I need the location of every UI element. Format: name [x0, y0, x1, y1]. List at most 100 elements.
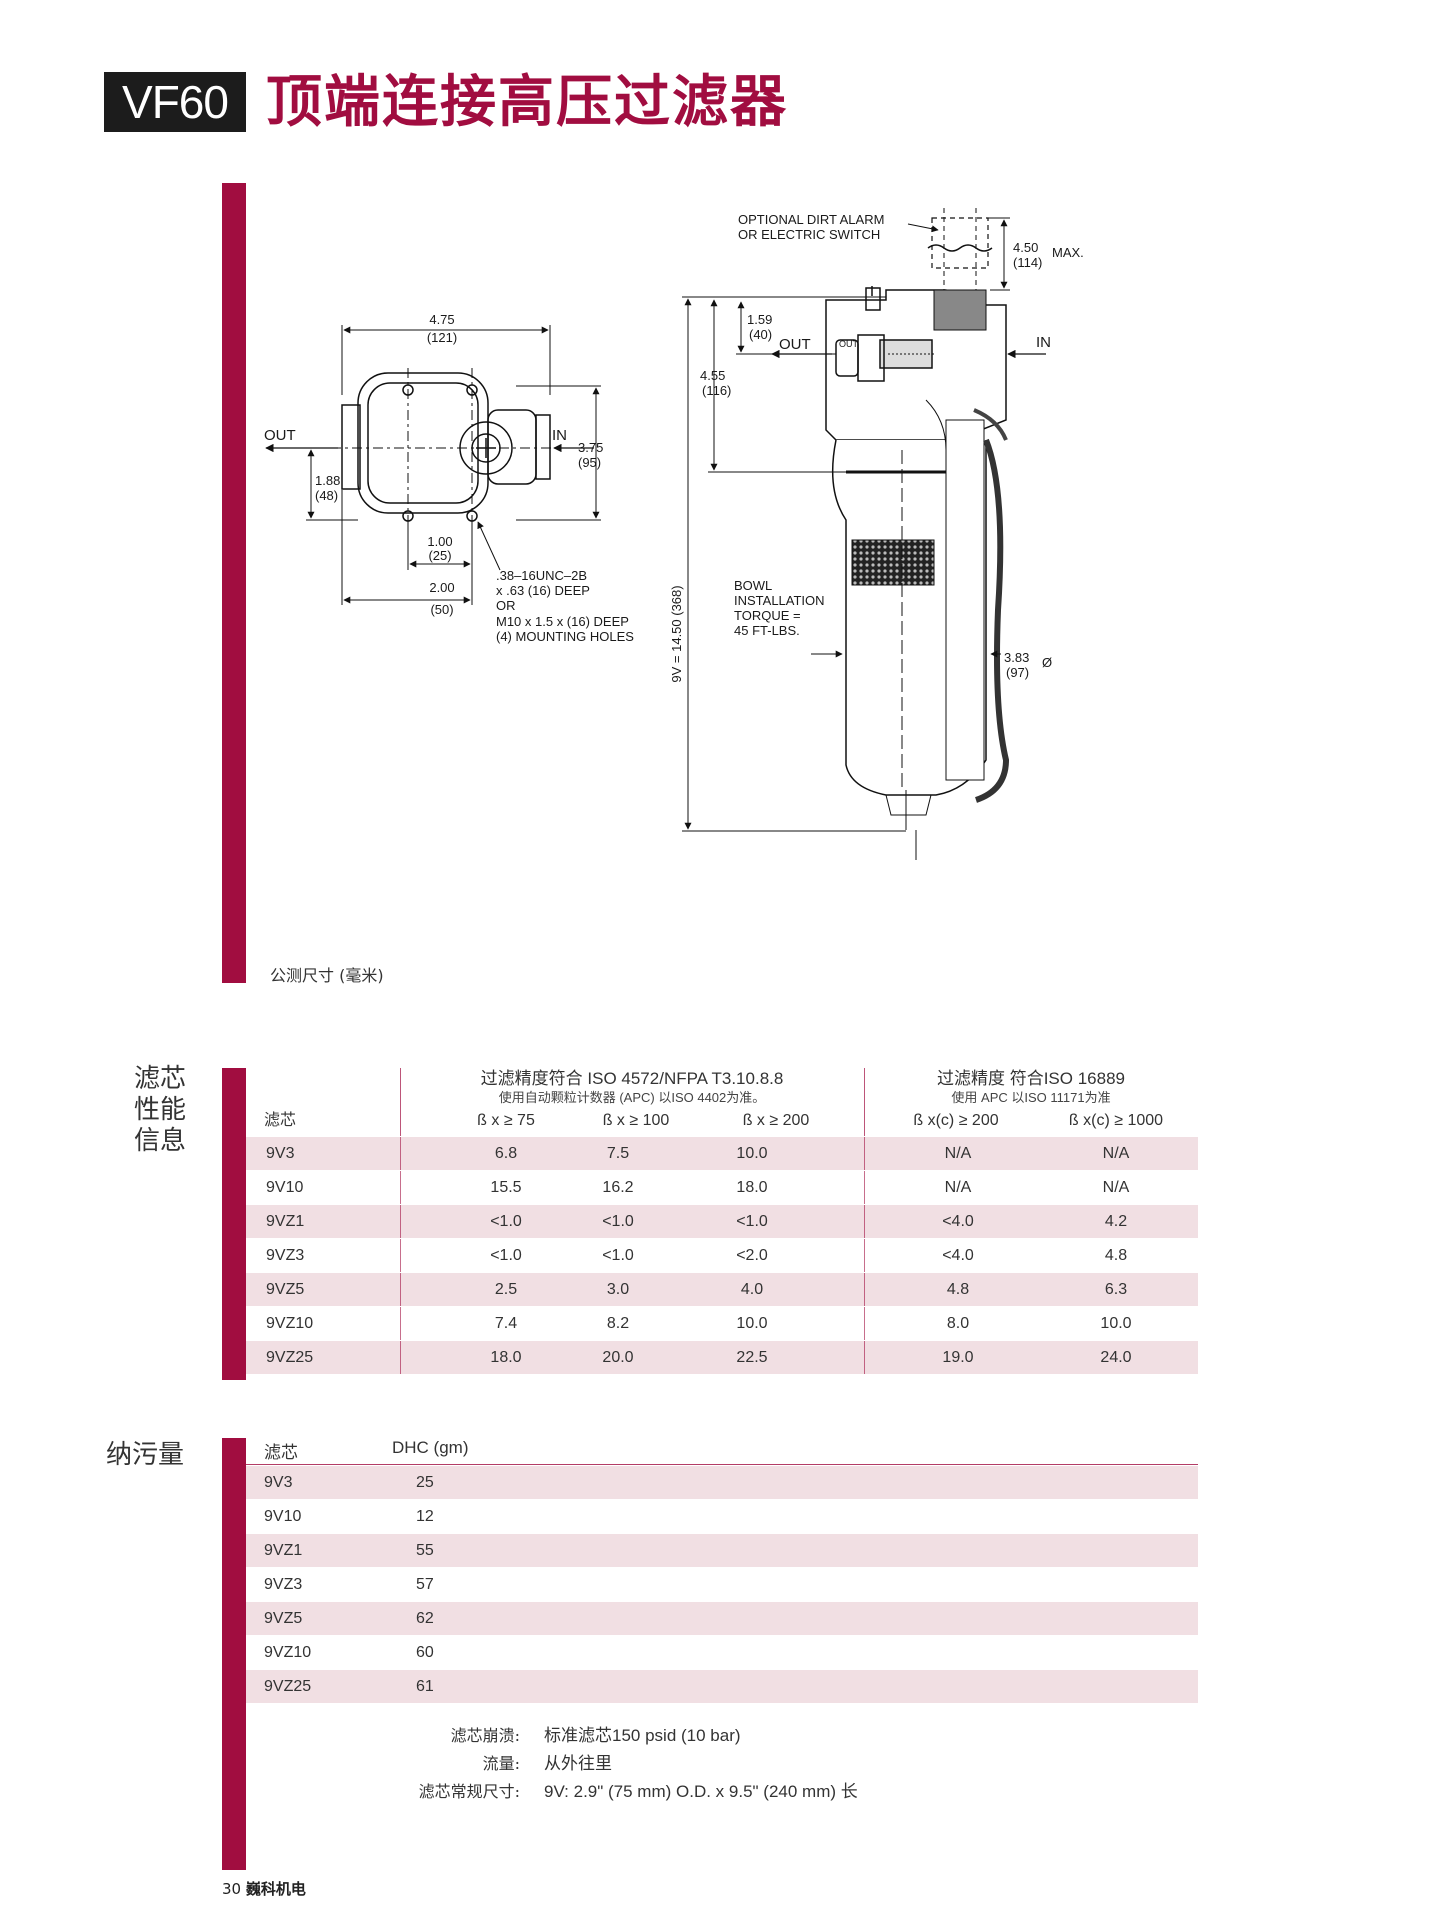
table-cell: 6.8: [494, 1145, 518, 1162]
col-betac-200: ß x(c) ≥ 200: [913, 1112, 999, 1129]
spec-size: 滤芯常规尺寸: 9V: 2.9" (75 mm) O.D. x 9.5" (24…: [418, 1782, 858, 1801]
table-cell: 8.2: [606, 1315, 630, 1332]
top-in-label: IN: [552, 427, 567, 444]
table-cell: 2.5: [494, 1281, 518, 1298]
dim-port-height: 1.59: [747, 312, 772, 327]
side-out-label: OUT: [779, 336, 811, 353]
performance-table: 过滤精度符合 ISO 4572/NFPA T3.10.8.8 使用自动颗粒计数器…: [246, 1068, 1198, 1374]
table-cell: 7.5: [606, 1145, 630, 1162]
element-name: 9VZ5: [264, 1610, 303, 1627]
dim-diameter: 3.83: [1004, 650, 1029, 665]
side-out-small-label: OUT: [839, 339, 859, 349]
table-cell: 18.0: [736, 1179, 768, 1196]
alarm-note-1: OPTIONAL DIRT ALARM: [738, 212, 884, 227]
torque-note-1: BOWL: [734, 578, 772, 593]
col-element: 滤芯: [264, 1112, 297, 1129]
col-betac-1000: ß x(c) ≥ 1000: [1068, 1112, 1164, 1129]
page-title: 顶端连接高压过滤器: [266, 70, 788, 135]
diameter-symbol: Ø: [1042, 655, 1052, 670]
element-name: 9VZ1: [264, 1542, 303, 1559]
table-cell: N/A: [1102, 1145, 1130, 1162]
holes-note-1: .38–16UNC–2B: [496, 568, 587, 583]
torque-note-3: TORQUE =: [734, 608, 801, 623]
element-name: 9VZ5: [266, 1281, 305, 1298]
dim-width: 4.75: [429, 312, 454, 327]
element-name: 9VZ3: [266, 1247, 305, 1264]
col-beta-100: ß x ≥ 100: [602, 1112, 670, 1129]
dim-overall: 9V = 14.50 (368): [669, 585, 684, 682]
table-cell: 19.0: [942, 1349, 974, 1366]
dhc-value: 25: [416, 1474, 434, 1491]
top-view: [265, 325, 601, 605]
dhc-value: 60: [416, 1644, 434, 1661]
dim-hole-spacing-mm: (50): [430, 602, 453, 617]
table-cell: <1.0: [490, 1213, 522, 1230]
table-cell: 22.5: [736, 1349, 768, 1366]
table-cell: <1.0: [602, 1213, 634, 1230]
element-name: 9V10: [264, 1508, 302, 1525]
dim-alarm-max: MAX.: [1052, 245, 1084, 260]
element-name: 9VZ10: [266, 1315, 314, 1332]
dim-head-height: 4.55: [700, 368, 725, 383]
alarm-note-2: OR ELECTRIC SWITCH: [738, 227, 880, 242]
dhc-value: 12: [416, 1508, 434, 1525]
element-name: 9VZ10: [264, 1644, 312, 1661]
element-name: 9VZ25: [266, 1349, 314, 1366]
table-row: 9V10 12: [246, 1499, 1198, 1533]
table-cell: 20.0: [602, 1349, 634, 1366]
group1-header: 过滤精度符合 ISO 4572/NFPA T3.10.8.8 使用自动颗粒计数器…: [480, 1069, 784, 1105]
dim-hole-spacing: 2.00: [429, 580, 454, 595]
table-cell: N/A: [1102, 1179, 1130, 1196]
table-cell: 4.2: [1104, 1213, 1128, 1230]
torque-note-2: INSTALLATION: [734, 593, 825, 608]
table-cell: 10.0: [1100, 1315, 1132, 1332]
side-view-labels: OPTIONAL DIRT ALARM OR ELECTRIC SWITCH 4…: [669, 212, 1084, 683]
dim-hole-offset-mm: (25): [428, 548, 451, 563]
page-footer: 30 巍科机电: [222, 1878, 306, 1899]
holes-note-3: OR: [496, 598, 516, 613]
col-beta-75: ß x ≥ 75: [477, 1112, 535, 1129]
page-number: 30: [222, 1880, 242, 1898]
table-cell: <1.0: [490, 1247, 522, 1264]
dhc-col-element: 滤芯: [264, 1443, 298, 1462]
dhc-col-value: DHC (gm): [392, 1438, 469, 1457]
element-name: 9VZ3: [264, 1576, 303, 1593]
holes-note-2: x .63 (16) DEEP: [496, 583, 590, 598]
spec-collapse: 滤芯崩溃: 标准滤芯150 psid (10 bar): [450, 1726, 741, 1745]
accent-bar-drawing: [222, 183, 246, 983]
element-name: 9V3: [266, 1145, 295, 1162]
dim-offset-mm: (48): [315, 488, 338, 503]
col-beta-200: ß x ≥ 200: [742, 1112, 810, 1129]
torque-note-4: 45 FT-LBS.: [734, 623, 800, 638]
table-cell: 6.3: [1104, 1281, 1128, 1298]
table-row: 9VZ10 60: [246, 1635, 1198, 1669]
group2-header: 过滤精度 符合ISO 16889 使用 APC 以ISO 11171为准: [936, 1069, 1125, 1105]
holes-note-4: M10 x 1.5 x (16) DEEP: [496, 614, 629, 629]
dhc-value: 62: [416, 1610, 434, 1627]
accent-bar-performance: [222, 1068, 246, 1380]
model-badge: VF60: [104, 72, 246, 132]
element-name: 9V10: [266, 1179, 304, 1196]
element-name: 9VZ25: [264, 1678, 312, 1695]
dim-width-mm: (121): [427, 330, 457, 345]
table-cell: <4.0: [942, 1213, 974, 1230]
dim-offset: 1.88: [315, 473, 340, 488]
dim-height-mm: (95): [578, 455, 601, 470]
table-cell: <2.0: [736, 1247, 768, 1264]
performance-table-header: 过滤精度符合 ISO 4572/NFPA T3.10.8.8 使用自动颗粒计数器…: [246, 1068, 1198, 1136]
accent-bar-dhc: [222, 1438, 246, 1870]
table-row: 9VZ5 62: [246, 1601, 1198, 1635]
side-view: [682, 208, 1046, 860]
